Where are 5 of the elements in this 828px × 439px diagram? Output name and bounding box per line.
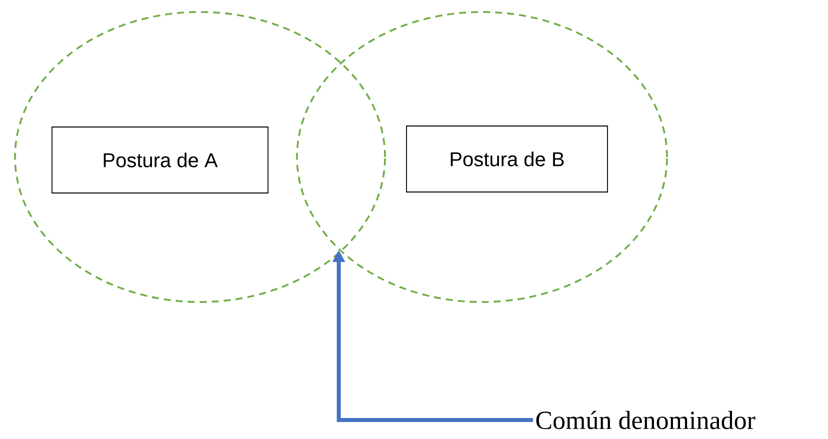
text-box: Postura de A: [52, 126, 268, 194]
dashed-ellipse: [296, 11, 668, 303]
callout-text: Común denominador: [536, 410, 756, 430]
text-box: Postura de B: [406, 126, 608, 192]
dashed-ellipse: [14, 11, 386, 303]
